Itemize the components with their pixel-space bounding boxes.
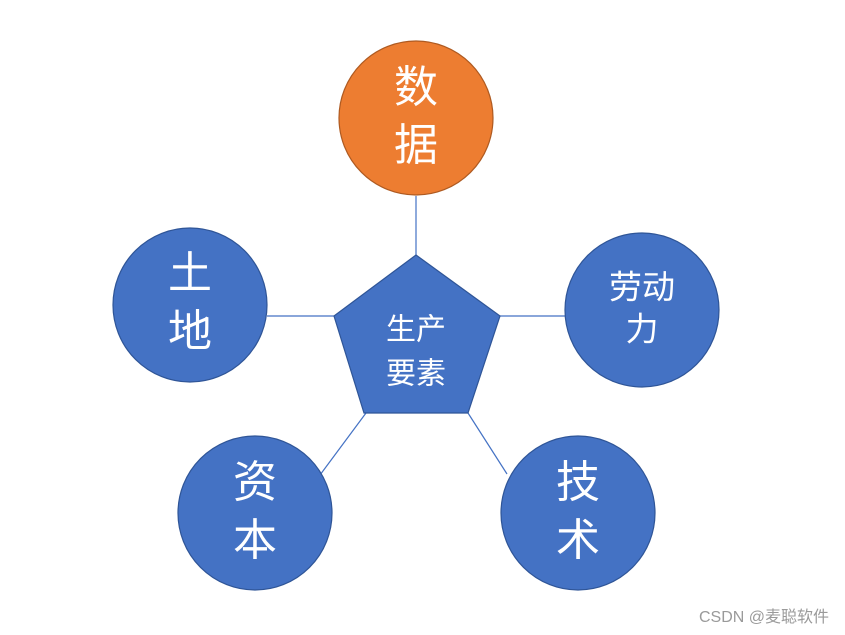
center-pentagon [333, 254, 501, 414]
node-capital-label-line2: 本 [233, 515, 277, 566]
node-technology-label-line1: 技 [556, 457, 600, 508]
node-technology-circle [500, 435, 656, 591]
node-data: 数 据 [338, 40, 494, 196]
node-data-label-line1: 数 [394, 62, 438, 113]
node-labor: 劳动 力 [564, 232, 720, 388]
node-labor-circle [564, 232, 720, 388]
node-data-label-line2: 据 [394, 120, 438, 171]
node-capital-label-line1: 资 [233, 457, 277, 508]
node-land-circle [112, 227, 268, 383]
connector-capital [319, 412, 367, 476]
node-labor-label-line1: 劳动 [609, 268, 675, 307]
node-technology: 技 术 [500, 435, 656, 591]
node-technology-label-line2: 术 [556, 515, 600, 566]
node-capital: 资 本 [177, 435, 333, 591]
node-land-label-line2: 地 [168, 306, 212, 357]
center-node: 生产 要素 [333, 254, 501, 414]
connector-technology [467, 412, 508, 475]
center-label-line1: 生产 [386, 313, 446, 348]
node-land-label-line1: 土 [168, 248, 212, 299]
center-label-line2: 要素 [386, 357, 446, 392]
watermark: CSDN @麦聪软件 [698, 609, 829, 626]
node-land: 土 地 [112, 227, 268, 383]
node-labor-label-line2: 力 [626, 310, 659, 349]
node-data-circle [338, 40, 494, 196]
node-capital-circle [177, 435, 333, 591]
